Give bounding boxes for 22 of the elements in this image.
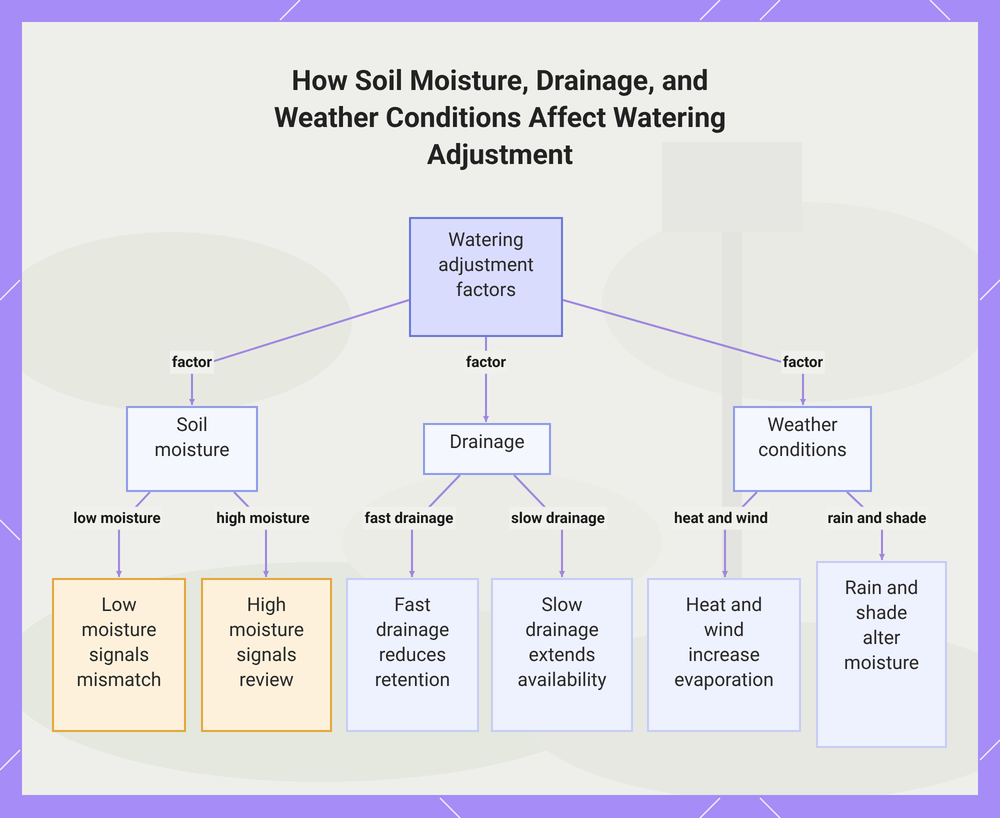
process-box: Drainage [423,423,551,475]
edge-label: factor [464,350,508,374]
edge-label: fast drainage [362,506,456,530]
process-box: Fast drainage reduces retention [346,578,479,732]
edge-label: low moisture [71,506,163,530]
process-box: Heat and wind increase evaporation [647,578,801,732]
process-box: Watering adjustment factors [409,217,563,337]
arrow [562,299,806,405]
process-box: Slow drainage extends availability [491,578,633,732]
edge-label: factor [780,350,826,374]
process-box: Low moisture signals mismatch [52,578,186,732]
edge-label: factor [170,350,214,374]
edge-label: heat and wind [672,506,770,530]
process-box: Weather conditions [733,406,872,492]
process-box: Rain and shade alter moisture [816,561,947,748]
edge-label: rain and shade [826,506,928,530]
process-box: Soil moisture [126,406,258,492]
edge-label: high moisture [214,506,312,530]
edge-label: slow drainage [509,506,607,530]
title: How Soil Moisture, Drainage, and Weather Conditions Affect Watering Adjustment [272,63,728,173]
process-box: High moisture signals review [201,578,332,732]
arrow [189,299,410,405]
